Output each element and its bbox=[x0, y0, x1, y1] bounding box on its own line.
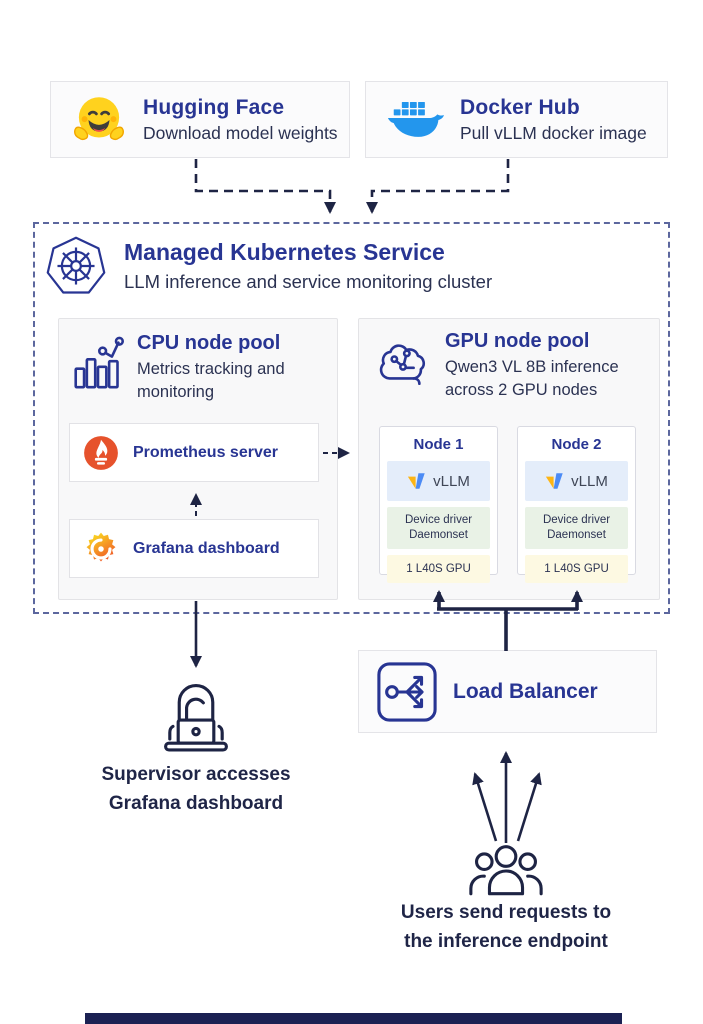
kubernetes-icon bbox=[46, 234, 106, 298]
cpu-pool-subtitle: Metrics tracking and monitoring bbox=[137, 360, 285, 402]
node-1-daemonset-row: Device driver Daemonset bbox=[387, 507, 490, 549]
prometheus-component: Prometheus server bbox=[69, 423, 319, 482]
load-balancer-box: Load Balancer bbox=[358, 650, 657, 733]
dockerhub-title: Docker Hub bbox=[460, 95, 580, 119]
supervisor-caption: Supervisor accesses Grafana dashboard bbox=[101, 764, 291, 815]
vllm-icon bbox=[545, 472, 564, 490]
grafana-label: Grafana dashboard bbox=[133, 539, 280, 557]
kubernetes-cluster-title: Managed Kubernetes Service bbox=[124, 239, 445, 265]
supervisor-icon bbox=[152, 678, 240, 763]
node-2-title: Node 2 bbox=[551, 436, 602, 453]
footer-bar bbox=[85, 1013, 622, 1024]
ai-brain-icon bbox=[374, 338, 432, 390]
gpu-node-2-card: Node 2 vLLM Device driver Daemonset 1 L4… bbox=[517, 426, 636, 583]
arrow-dockerhub-to-cluster bbox=[366, 159, 510, 214]
huggingface-box: Hugging Face Download model weights bbox=[50, 81, 350, 158]
gpu-node-1-card: Node 1 vLLM Device driver Daemonset 1 L4… bbox=[379, 426, 498, 583]
huggingface-title: Hugging Face bbox=[143, 95, 285, 119]
load-balancer-title: Load Balancer bbox=[453, 679, 598, 703]
users-caption: Users send requests to the inference end… bbox=[400, 902, 612, 953]
node-1-gpu-row: 1 L40S GPU bbox=[387, 554, 490, 583]
metrics-chart-icon bbox=[72, 334, 124, 394]
node-1-vllm-row: vLLM bbox=[387, 461, 490, 501]
gpu-pool-header: GPU node pool Qwen3 VL 8B inference acro… bbox=[374, 330, 654, 402]
dockerhub-subtitle: Pull vLLM docker image bbox=[460, 122, 647, 143]
cpu-pool-text: CPU node pool Metrics tracking and monit… bbox=[137, 332, 307, 404]
huggingface-subtitle: Download model weights bbox=[143, 122, 338, 143]
arrow-huggingface-to-cluster bbox=[194, 159, 336, 214]
gpu-pool-subtitle: Qwen3 VL 8B inference across 2 GPU nodes bbox=[445, 358, 619, 400]
kubernetes-cluster-text: Managed Kubernetes Service LLM inference… bbox=[124, 239, 492, 293]
grafana-component: Grafana dashboard bbox=[69, 519, 319, 578]
gpu-pool-title: GPU node pool bbox=[445, 330, 590, 352]
node-1-vllm-label: vLLM bbox=[433, 472, 470, 490]
arrow-users-left bbox=[472, 772, 498, 842]
node-2-gpu-row: 1 L40S GPU bbox=[525, 554, 628, 583]
users-icon bbox=[466, 840, 546, 907]
kubernetes-cluster-header: Managed Kubernetes Service LLM inference… bbox=[46, 234, 492, 298]
node-2-vllm-label: vLLM bbox=[571, 472, 608, 490]
prometheus-icon bbox=[82, 434, 120, 472]
node-1-title: Node 1 bbox=[413, 436, 464, 453]
load-balancer-icon bbox=[376, 661, 438, 723]
prometheus-label: Prometheus server bbox=[133, 443, 278, 461]
cpu-pool-title: CPU node pool bbox=[137, 332, 281, 354]
kubernetes-cluster-box bbox=[33, 222, 670, 614]
huggingface-text: Hugging Face Download model weights bbox=[143, 96, 338, 144]
cpu-pool-header: CPU node pool Metrics tracking and monit… bbox=[72, 332, 328, 404]
grafana-icon bbox=[82, 530, 120, 568]
vllm-icon bbox=[407, 472, 426, 490]
huggingface-icon bbox=[71, 92, 127, 148]
kubernetes-cluster-subtitle: LLM inference and service monitoring clu… bbox=[124, 271, 493, 292]
gpu-pool-text: GPU node pool Qwen3 VL 8B inference acro… bbox=[445, 330, 645, 402]
dockerhub-box: Docker Hub Pull vLLM docker image bbox=[365, 81, 668, 158]
arrow-users-right bbox=[516, 772, 542, 842]
docker-icon bbox=[386, 97, 444, 142]
node-2-vllm-row: vLLM bbox=[525, 461, 628, 501]
node-2-daemonset-row: Device driver Daemonset bbox=[525, 507, 628, 549]
dockerhub-text: Docker Hub Pull vLLM docker image bbox=[460, 96, 647, 144]
